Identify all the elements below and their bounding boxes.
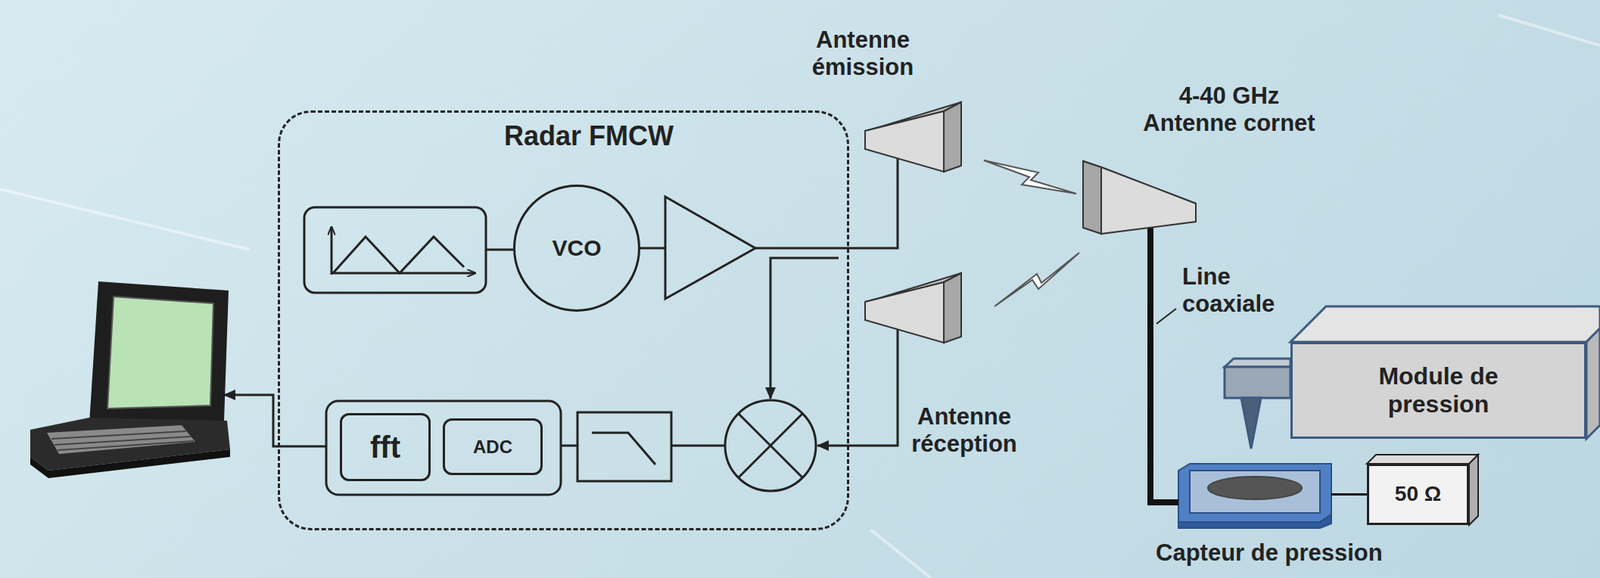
mixer-symbol <box>725 400 816 492</box>
adc-box: ADC <box>442 418 543 476</box>
load-box: 50 Ω <box>1366 463 1470 526</box>
load-wire <box>1331 493 1367 496</box>
load-box-3d <box>1366 454 1479 526</box>
pressure-sensor: Capteur de pression <box>1178 463 1332 529</box>
signal-wire <box>671 445 726 448</box>
vco-circle: VCO <box>513 184 641 312</box>
laptop-illustration <box>51 431 194 451</box>
radiation-bolt <box>983 160 1080 307</box>
pressure-module: Module de pression <box>1290 342 1587 439</box>
horn-outline <box>1083 158 1196 240</box>
laptop-illustration <box>107 296 214 409</box>
signal-wire <box>770 258 839 399</box>
signal-wire <box>817 329 898 446</box>
ramp-generator <box>333 236 464 274</box>
signal-wire <box>485 249 514 252</box>
pressure-module-body <box>1290 306 1600 343</box>
horn-outline <box>865 111 944 172</box>
laptop-illustration <box>89 281 229 424</box>
signal-wire <box>560 445 578 448</box>
lowpass-filter <box>577 412 672 482</box>
horn-outline <box>1101 167 1196 234</box>
signal-wire <box>640 247 666 250</box>
leader-line <box>1156 308 1177 324</box>
pressure-module-body <box>1586 328 1600 439</box>
background-decor <box>0 189 250 250</box>
leader-line <box>1156 308 1177 324</box>
node-label: ADC <box>473 436 513 458</box>
receive-horn: Antenne réception <box>865 273 962 350</box>
sensor-plate <box>1178 514 1332 529</box>
node-label: Antenne émission <box>787 26 939 81</box>
horn-outline <box>865 102 962 179</box>
horn-outline <box>1083 161 1102 234</box>
radiation-bolt <box>994 252 1080 307</box>
ramp-generator <box>304 207 486 293</box>
node-label: Radar FMCW <box>504 120 674 152</box>
lowpass-filter <box>591 432 656 465</box>
amplifier-symbol <box>665 196 756 299</box>
signal-wire <box>224 158 898 447</box>
horn-outline <box>943 273 962 343</box>
line-label: Line coaxiale <box>1182 263 1296 318</box>
horn-outline <box>865 282 944 343</box>
node-label: 50 Ω <box>1394 482 1442 507</box>
amplifier-symbol <box>665 196 756 299</box>
sensor-plate <box>1178 463 1332 529</box>
horn-antenna: 4-40 GHz Antenne cornet <box>1083 158 1196 228</box>
load-box-3d <box>1469 454 1479 526</box>
laptop-illustration <box>46 425 196 455</box>
node-label: fft <box>370 429 401 465</box>
mixer-symbol <box>725 400 816 492</box>
sensor-plate <box>1178 463 1332 523</box>
radiation-bolt <box>983 160 1077 194</box>
laptop-illustration <box>30 449 231 479</box>
pressure-module-body <box>1224 358 1291 368</box>
background-decor <box>870 529 931 578</box>
sensor-plate <box>1207 476 1302 500</box>
load-box-3d <box>1366 454 1479 464</box>
sensor-plate <box>1189 470 1320 514</box>
pressure-module-body <box>1224 367 1291 399</box>
ramp-generator <box>331 272 476 275</box>
transmit-horn: Antenne émission <box>865 102 962 179</box>
node-label: 4-40 GHz Antenne cornet <box>1138 82 1320 137</box>
horn-outline <box>943 102 962 172</box>
lowpass-filter <box>577 412 672 482</box>
ramp-generator <box>304 207 486 293</box>
ramp-generator <box>330 227 334 275</box>
background-decor <box>1498 15 1600 46</box>
signal-wire <box>755 158 898 249</box>
adc-fft-group <box>326 401 561 495</box>
signal-wire <box>224 395 327 447</box>
node-label: Antenne réception <box>888 403 1040 458</box>
coaxial-line <box>1150 227 1179 503</box>
mixer-symbol <box>738 414 803 478</box>
pressure-module-body <box>1241 398 1261 449</box>
adc-fft-group <box>326 401 561 495</box>
laptop-illustration <box>30 281 231 479</box>
node-label: Capteur de pression <box>1155 539 1324 567</box>
node-label: VCO <box>551 235 601 262</box>
background-decor <box>0 15 1600 578</box>
fft-box: fft <box>339 413 431 482</box>
node-label: Module de pression <box>1351 362 1526 419</box>
radar-region: Radar FMCW VCO fft ADC <box>277 110 850 531</box>
pressure-module-body <box>1224 306 1600 449</box>
horn-outline <box>865 273 962 350</box>
